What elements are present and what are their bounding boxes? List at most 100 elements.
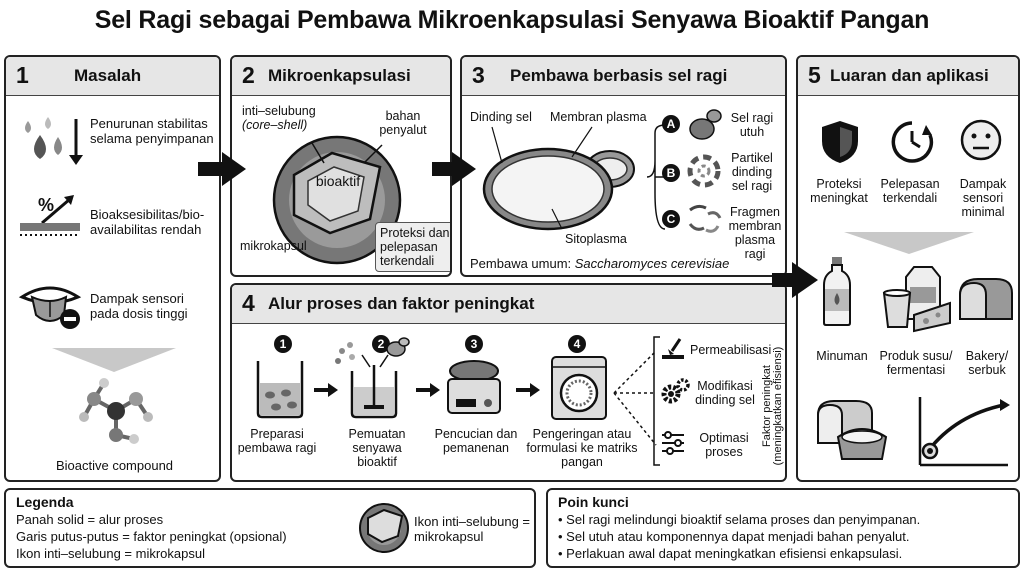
panel-number: 1 (16, 62, 29, 88)
factor-text-optimization: Optimasi proses (699, 431, 749, 459)
panel-title: Pembawa berbasis sel ragi (510, 66, 728, 85)
panel-number: 3 (472, 62, 485, 88)
panel-microencapsulation: 2 Mikroenkapsulasi inti–selubung (core–s… (230, 55, 452, 277)
clock-icon (891, 121, 934, 163)
legend-icon-label: Ikon inti–selubung = mikrokapsul (414, 514, 531, 544)
molecule-label: Bioactive compound (55, 458, 174, 473)
factors-bracket (653, 336, 660, 466)
shield-icon (822, 121, 858, 163)
step-text-4: Pengeringan atau formulasi ke matriks pa… (526, 427, 638, 469)
benefit-text-sensory: Dampak sensori minimal (959, 177, 1007, 219)
whole-yeast-cell-icon (689, 109, 722, 140)
panel-title: Masalah (74, 66, 142, 85)
keypoint-item: • Sel utuh atau komponennya dapat menjad… (558, 529, 910, 544)
panel-header: 3 Pembawa berbasis sel ragi (462, 57, 785, 96)
loading-vessel-icon (335, 337, 410, 419)
panel-number: 4 (242, 290, 255, 316)
factors-vertical-label: Faktor peningkat (meningkatkan efisiensi… (761, 346, 784, 466)
option-badge-c: C (662, 210, 680, 228)
dashed-factor-lines (613, 350, 657, 446)
application-text-dairy: Produk susu/ fermentasi (879, 349, 953, 377)
factor-text-permeabilization: Permeabilisasi (690, 343, 772, 357)
microcapsule-diagram (272, 135, 402, 265)
panel-problem: 1 Masalah Penurunan stabilitas selama pe… (4, 55, 221, 482)
gears-icon (661, 378, 690, 404)
panel-number: 5 (808, 62, 821, 88)
keypoint-item: • Sel ragi melindungi bioaktif selama pr… (558, 512, 921, 527)
problem-text-sensory: Dampak sensori pada dosis tinggi (90, 291, 188, 321)
sliders-icon (662, 431, 684, 455)
svg-text:%: % (38, 195, 54, 215)
panel-header: 1 Masalah (6, 57, 219, 96)
release-curve-icon (918, 397, 1010, 467)
legend-box: Legenda Panah solid = alur proses Garis … (4, 488, 536, 568)
bottle-icon (823, 257, 851, 326)
panel-header: 4 Alur proses dan faktor peningkat (232, 285, 785, 324)
mouth-tongue-minus-icon (18, 286, 82, 329)
application-text-beverage: Minuman (816, 349, 868, 363)
page-title: Sel Ragi sebagai Pembawa Mikroenkapsulas… (94, 6, 930, 34)
dryer-icon (551, 356, 607, 420)
centrifuge-icon (447, 360, 501, 414)
neutral-face-icon (960, 119, 1002, 161)
core-shell-legend-icon (359, 503, 409, 553)
common-carrier-line: Pembawa umum: Saccharomyces cerevisiae (470, 256, 730, 271)
step-badge-3: 3 (465, 335, 483, 353)
option-text-c: Fragmen membran plasma ragi (728, 205, 782, 261)
legend-title: Legenda (16, 494, 74, 510)
membrane-label: Membran plasma (550, 110, 647, 124)
option-text-a: Sel ragi utuh (730, 111, 774, 139)
coating-label: bahan penyalut (379, 109, 427, 137)
keypoints-box: Poin kunci • Sel ragi melindungi bioakti… (546, 488, 1020, 568)
application-text-bakery: Bakery/ serbuk (965, 349, 1009, 377)
panel-number: 2 (242, 62, 255, 88)
keypoints-title: Poin kunci (558, 494, 629, 510)
step-text-3: Pencucian dan pemanenan (434, 427, 518, 455)
step-text-2: Pemuatan senyawa bioaktif (348, 427, 406, 469)
problem-text-bioavailability: Bioaksesibilitas/bio-availabilitas renda… (90, 207, 205, 237)
step-badge-4: 4 (568, 335, 586, 353)
step-badge-2: 2 (372, 335, 390, 353)
problem-text-stability: Penurunan stabilitas selama penyimpanan (90, 116, 214, 146)
molecule-icon (79, 378, 153, 444)
microcapsule-label: mikrokapsul (240, 239, 307, 253)
bread-powder-icon (817, 400, 888, 460)
panel-process-flow: 4 Alur proses dan faktor peningkat 1 2 3… (230, 283, 787, 482)
down-triangle-arrow (52, 348, 176, 372)
panel-title: Alur proses dan faktor peningkat (268, 294, 535, 313)
cytoplasm-label: Sitoplasma (565, 232, 627, 246)
core-shell-label: inti–selubung (core–shell) (242, 104, 316, 132)
cell-wall-label: Dinding sel (470, 110, 532, 124)
legend-line-icon: Ikon inti–selubung = mikrokapsul (16, 546, 205, 561)
panel-yeast-carrier: 3 Pembawa berbasis sel ragi Dinding sel … (460, 55, 787, 277)
option-text-b: Partikel dinding sel ragi (731, 151, 773, 193)
cell-wall-particle-icon (687, 154, 721, 188)
factor-text-cell-wall: Modifikasi dinding sel (695, 379, 755, 407)
panel-header: 5 Luaran dan aplikasi (798, 57, 1018, 96)
yeast-cell-diagram (482, 126, 635, 231)
down-triangle-arrow (844, 232, 974, 254)
flow-arrow-2 (416, 383, 440, 397)
percent-arrow-icon: % (20, 195, 80, 236)
membrane-fragment-icon (688, 204, 722, 233)
flow-arrow-1-to-2 (198, 152, 246, 186)
bread-icon (959, 278, 1013, 320)
panel-header: 2 Mikroenkapsulasi (232, 57, 450, 96)
legend-line-solid: Panah solid = alur proses (16, 512, 164, 527)
legend-line-dashed: Garis putus-putus = faktor peningkat (op… (16, 529, 287, 544)
option-badge-b: B (662, 164, 680, 182)
option-badge-a: A (662, 115, 680, 133)
benefit-text-release: Pelepasan terkendali (880, 177, 940, 205)
panel-title: Luaran dan aplikasi (830, 66, 989, 85)
dairy-icon (882, 266, 951, 333)
panel-outcomes: 5 Luaran dan aplikasi Proteksi meningkat… (796, 55, 1020, 482)
keypoint-item: • Perlakuan awal dapat meningkatkan efis… (558, 546, 903, 561)
core-label: bioaktif (315, 173, 361, 189)
permeabilization-icon (662, 338, 684, 359)
step-text-1: Preparasi pembawa ragi (237, 427, 317, 455)
panel-title: Mikroenkapsulasi (268, 66, 411, 85)
benefit-text-protection: Proteksi meningkat (810, 177, 868, 205)
flow-arrow-2-to-3 (432, 152, 476, 186)
droplets-down-arrow-icon (25, 117, 83, 165)
beaker-icon (256, 361, 304, 419)
